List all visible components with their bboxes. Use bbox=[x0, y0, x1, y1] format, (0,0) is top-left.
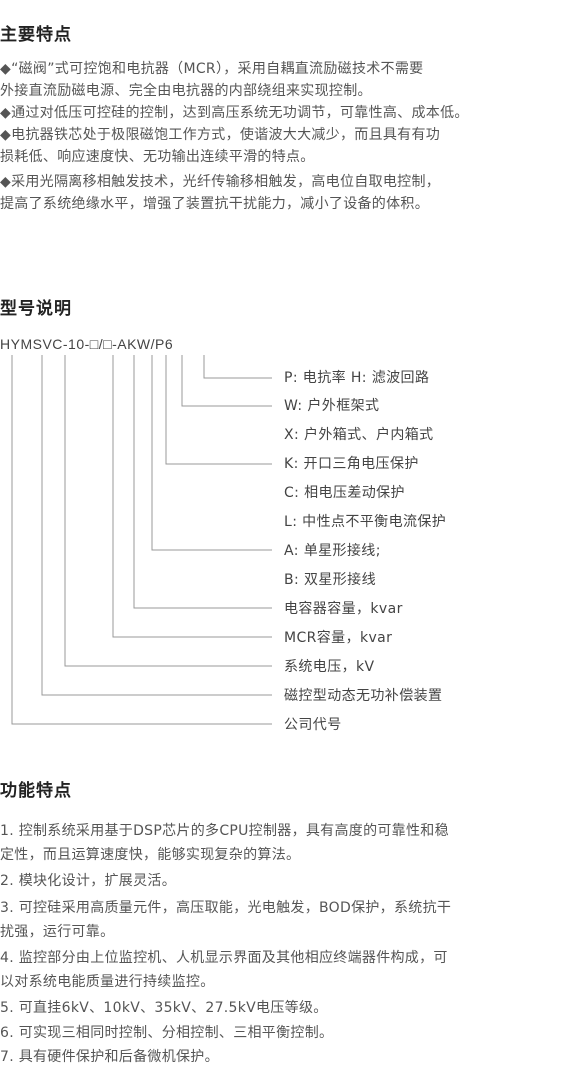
model-code: HYMSVC-10-□/□-AKW/P6 bbox=[0, 336, 174, 352]
leader-line-mcr bbox=[112, 355, 272, 638]
legend-item: A: 单星形接线; bbox=[284, 543, 381, 559]
legend-item: 系统电压，kV bbox=[284, 659, 375, 675]
leader-line-k bbox=[165, 355, 272, 465]
function-line: 3. 可控硅采用高质量元件，高压取能，光电触发，BOD保护，系统抗干 bbox=[0, 900, 452, 916]
legend-item: X: 户外箱式、户内箱式 bbox=[284, 427, 434, 443]
function-line: 4. 监控部分由上位监控机、人机显示界面及其他相应终端器件构成，可 bbox=[0, 950, 448, 966]
leader-line-a bbox=[151, 355, 272, 551]
legend-item: MCR容量，kvar bbox=[284, 630, 393, 646]
function-line: 1. 控制系统采用基于DSP芯片的多CPU控制器，具有高度的可靠性和稳 bbox=[0, 823, 449, 839]
function-line: 6. 可实现三相同时控制、分相控制、三相平衡控制。 bbox=[0, 1025, 334, 1041]
main-feature-line: ◆“磁阀”式可控饱和电抗器（MCR），采用自耦直流励磁技术不需要 bbox=[0, 61, 424, 77]
function-line: 以对系统电能质量进行持续监控。 bbox=[0, 974, 215, 990]
model-leader-lines bbox=[11, 355, 272, 725]
legend-item: C: 相电压差动保护 bbox=[284, 485, 405, 501]
legend-item: 公司代号 bbox=[284, 717, 342, 733]
functions-heading: 功能特点 bbox=[0, 781, 72, 801]
leader-line-w bbox=[181, 355, 272, 407]
main-feature-line: ◆通过对低压可控硅的控制，达到高压系统无功调节，可靠性高、成本低。 bbox=[0, 105, 469, 121]
main-feature-line: 外接直流励磁电源、完全由电抗器的内部绕组来实现控制。 bbox=[0, 83, 372, 99]
main-feature-line: ◆电抗器铁芯处于极限磁饱工作方式，使谐波大大减少，而且具有有功 bbox=[0, 127, 441, 143]
main-feature-line: 提高了系统绝缘水平，增强了装置抗干扰能力，减小了设备的体积。 bbox=[0, 196, 429, 212]
leader-line-company bbox=[11, 355, 272, 725]
model-heading: 型号说明 bbox=[0, 299, 72, 319]
legend-item: L: 中性点不平衡电流保护 bbox=[284, 514, 447, 530]
leader-line-device bbox=[41, 355, 272, 696]
main-features-heading: 主要特点 bbox=[0, 25, 72, 45]
legend-item: B: 双星形接线 bbox=[284, 572, 376, 588]
legend-item: W: 户外框架式 bbox=[284, 398, 380, 414]
legend-item: 电容器容量，kvar bbox=[284, 601, 403, 617]
leader-line-voltage bbox=[64, 355, 272, 667]
leader-line-p bbox=[203, 355, 272, 379]
function-line: 7. 具有硬件保护和后备微机保护。 bbox=[0, 1049, 219, 1065]
main-feature-line: 损耗低、响应速度快、无功输出连续平滑的特点。 bbox=[0, 149, 315, 165]
legend-item: 磁控型动态无功补偿装置 bbox=[284, 688, 443, 704]
leader-line-capacitor bbox=[133, 355, 272, 609]
legend-item: P: 电抗率 H: 滤波回路 bbox=[284, 370, 430, 386]
function-line: 扰强，运行可靠。 bbox=[0, 924, 115, 940]
main-feature-line: ◆采用光隔离移相触发技术，光纤传输移相触发，高电位自取电控制， bbox=[0, 174, 441, 190]
function-line: 5. 可直挂6kV、10kV、35kV、27.5kV电压等级。 bbox=[0, 1000, 328, 1016]
legend-item: K: 开口三角电压保护 bbox=[284, 456, 419, 472]
function-line: 2. 模块化设计，扩展灵活。 bbox=[0, 873, 177, 889]
function-line: 定性，而且运算速度快，能够实现复杂的算法。 bbox=[0, 847, 301, 863]
